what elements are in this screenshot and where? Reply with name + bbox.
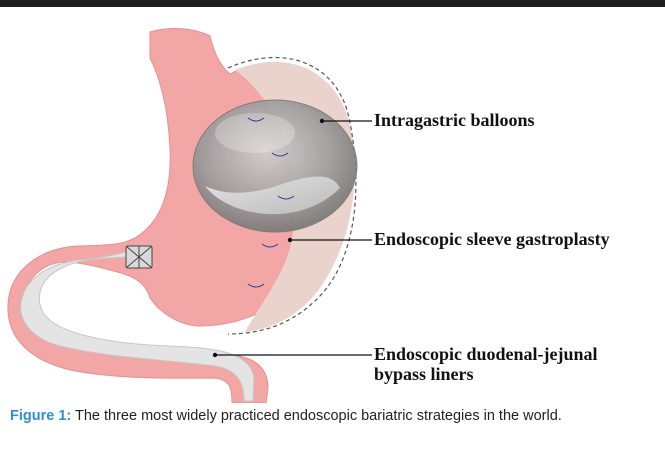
liner-anchor [126, 246, 152, 268]
caption-text: The three most widely practiced endoscop… [71, 408, 562, 424]
top-rule [0, 0, 665, 7]
label-endoscopic-sleeve: Endoscopic sleeve gastroplasty [374, 229, 610, 249]
figure-illustration: Intragastric balloons Endoscopic sleeve … [0, 8, 665, 403]
label-bypass-line1: Endoscopic duodenal-jejunal [374, 344, 598, 364]
label-intragastric-balloons: Intragastric balloons [374, 110, 535, 130]
figure-caption: Figure 1: The three most widely practice… [10, 408, 655, 424]
caption-lead: Figure 1: [10, 408, 71, 424]
label-bypass-line2: bypass liners [374, 364, 474, 384]
